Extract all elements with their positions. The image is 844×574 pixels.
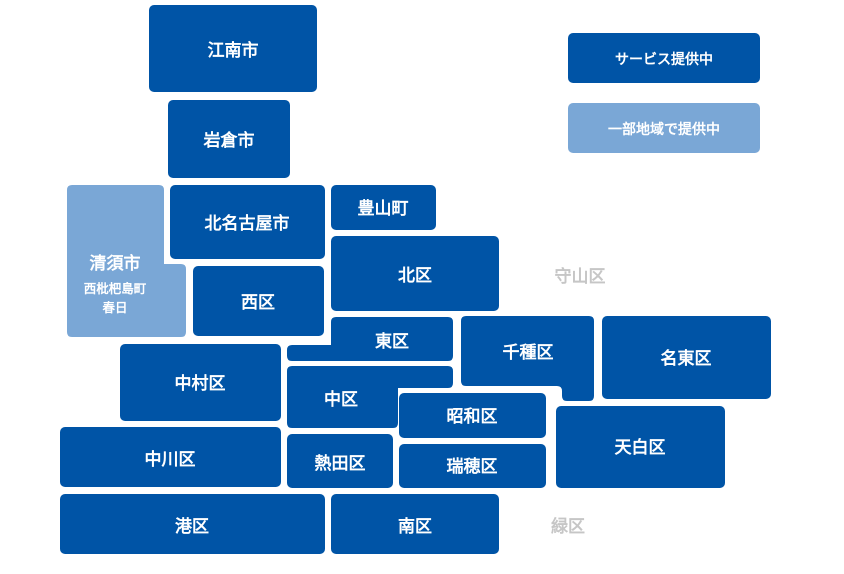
region-minato[interactable] (60, 494, 325, 554)
region-higashi[interactable] (287, 317, 453, 361)
legend-full-swatch (568, 33, 760, 83)
label-chikusa: 千種区 (503, 342, 554, 363)
label-kiyosu-sub2: 春日 (101, 300, 127, 315)
label-nakamura: 中村区 (175, 373, 226, 394)
region-nakagawa[interactable] (60, 427, 281, 487)
region-nakamura[interactable] (120, 344, 281, 421)
label-higashi: 東区 (375, 331, 409, 352)
region-chikusa[interactable] (461, 316, 594, 401)
region-naka[interactable] (287, 366, 453, 428)
label-atsuta: 熱田区 (315, 453, 366, 474)
region-mizuho[interactable] (399, 444, 546, 488)
label-meito: 名東区 (661, 348, 712, 369)
label-minato: 港区 (175, 516, 209, 537)
region-minami[interactable] (331, 494, 499, 554)
region-tenpaku[interactable] (556, 406, 725, 488)
label-moriyama: 守山区 (555, 266, 606, 287)
region-showa[interactable] (399, 393, 546, 438)
region-iwakura[interactable] (168, 100, 290, 178)
region-kiyosu[interactable] (67, 185, 186, 337)
label-kitanagoya: 北名古屋市 (205, 213, 290, 234)
legend-full-label: サービス提供中 (615, 51, 713, 68)
label-toyoyama: 豊山町 (358, 198, 409, 219)
label-kiyosu-sub1: 西枇杷島町 (84, 281, 147, 296)
label-showa: 昭和区 (447, 407, 498, 427)
label-midori: 緑区 (551, 516, 585, 537)
region-kita[interactable] (331, 236, 499, 311)
region-meito[interactable] (602, 316, 771, 399)
label-kiyosu: 清須市 (90, 253, 141, 274)
label-naka: 中区 (324, 389, 358, 410)
legend-partial-label: 一部地域で提供中 (608, 121, 720, 138)
label-nishi: 西区 (241, 293, 275, 313)
legend-partial-swatch (568, 103, 760, 153)
region-nishi[interactable] (193, 266, 324, 336)
region-toyoyama[interactable] (331, 185, 436, 230)
label-tenpaku: 天白区 (615, 437, 666, 458)
label-nakagawa: 中川区 (145, 449, 196, 470)
label-mizuho: 瑞穂区 (447, 456, 498, 477)
region-konan[interactable] (149, 5, 317, 92)
label-iwakura: 岩倉市 (203, 130, 255, 151)
label-kita: 北区 (398, 266, 432, 286)
region-kitanagoya[interactable] (170, 185, 325, 259)
label-konan: 江南市 (208, 40, 259, 61)
label-minami: 南区 (398, 516, 432, 537)
region-atsuta[interactable] (287, 434, 393, 488)
